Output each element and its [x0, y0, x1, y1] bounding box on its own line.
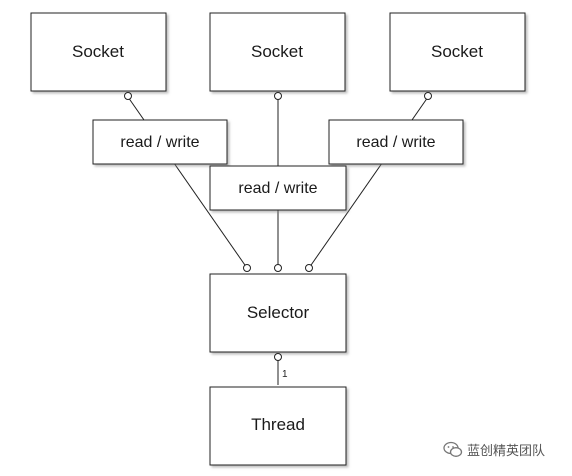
socket-left: Socket: [30, 12, 167, 92]
socket-right-port: [424, 92, 432, 100]
wechat-icon: [443, 441, 463, 457]
selector-label: Selector: [247, 303, 310, 322]
thread-box: Thread: [209, 386, 347, 466]
socket-center-port: [274, 92, 282, 100]
selector-port-right: [305, 264, 313, 272]
selector-box: Selector: [209, 273, 347, 353]
thread-label: Thread: [251, 415, 305, 434]
socket-right: Socket: [389, 12, 526, 92]
selector-port-center: [274, 264, 282, 272]
rw-center: read / write: [209, 165, 347, 211]
rw-right: read / write: [328, 119, 464, 165]
socket-left-label: Socket: [72, 42, 124, 61]
rw-left-label: read / write: [120, 134, 199, 151]
socket-center: Socket: [209, 12, 346, 92]
multiplicity-label: 1: [282, 369, 288, 380]
socket-center-label: Socket: [251, 42, 303, 61]
rw-left: read / write: [92, 119, 228, 165]
selector-port-left: [243, 264, 251, 272]
socket-right-label: Socket: [431, 42, 483, 61]
selector-thread-port: [274, 353, 282, 361]
rw-right-label: read / write: [356, 134, 435, 151]
watermark: 蓝创精英团队: [443, 440, 545, 459]
watermark-text: 蓝创精英团队: [467, 444, 546, 459]
socket-left-port: [124, 92, 132, 100]
rw-center-label: read / write: [238, 180, 317, 197]
